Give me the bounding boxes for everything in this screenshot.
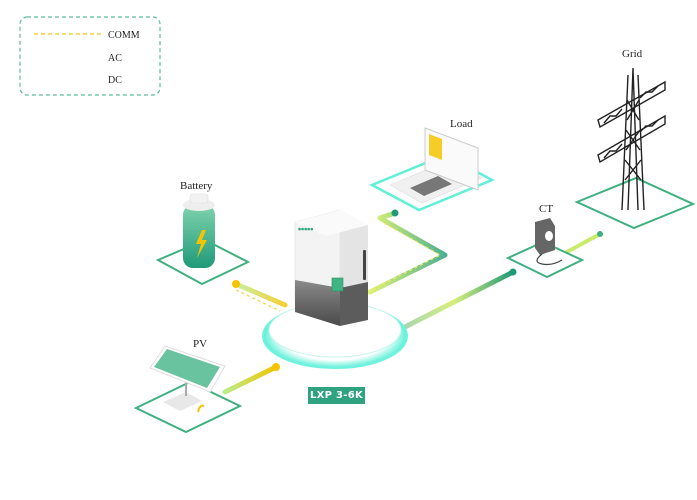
ct-hole — [545, 231, 553, 241]
comm-line-grid — [563, 232, 602, 255]
ac-line-ct — [392, 269, 516, 335]
legend-ac-label: AC — [108, 53, 122, 64]
ac-line-load — [367, 210, 448, 295]
inverter-display — [331, 277, 344, 292]
ct-label: CT — [539, 203, 553, 215]
grid-pad — [574, 176, 696, 230]
ct-cable — [536, 253, 563, 266]
pv-box — [163, 392, 202, 411]
battery-node: Battery — [155, 180, 251, 286]
load-node: Load — [369, 118, 495, 212]
pv-node: PV — [133, 338, 243, 434]
dc-line-pv — [222, 364, 279, 395]
model-badge: LXP 3-6K — [308, 387, 365, 404]
ct-pad — [505, 240, 585, 279]
pv-panel-cells — [154, 349, 220, 388]
load-label: Load — [450, 118, 473, 130]
grid-node: Grid — [574, 48, 696, 230]
ct-clamp — [535, 218, 555, 255]
inverter-bottom-front — [295, 280, 340, 326]
pv-label: PV — [193, 338, 207, 350]
transmission-tower-icon — [597, 67, 666, 211]
comm-line-load — [371, 221, 442, 291]
load-connector-dot — [391, 209, 399, 217]
inverter-top — [295, 210, 368, 236]
laptop-screen-image — [429, 134, 442, 160]
legend: COMM AC DC — [19, 16, 161, 96]
ct-connector-dot — [509, 268, 517, 276]
inverter-unit: ●●●●● — [294, 209, 368, 326]
connections — [222, 209, 603, 395]
laptop-touchpad — [410, 176, 452, 196]
inverter-logo: ●●●●● — [298, 227, 313, 231]
inverter-handle — [363, 250, 366, 280]
legend-comm-label: COMM — [108, 30, 140, 41]
grid-label: Grid — [622, 48, 643, 60]
battery-terminal — [189, 193, 209, 204]
ct-node: CT — [505, 203, 585, 279]
battery-body — [183, 205, 215, 268]
inverter-bottom-side — [340, 282, 368, 326]
pv-cable — [197, 404, 205, 413]
battery-connector-dot — [232, 280, 240, 288]
battery-label: Battery — [180, 180, 213, 192]
dc-line-battery — [233, 281, 288, 308]
grid-connector-dot — [597, 231, 603, 237]
pv-connector-dot — [272, 363, 280, 371]
legend-dc-label: DC — [108, 75, 122, 86]
lightning-bolt-icon — [196, 230, 207, 258]
comm-line-battery — [235, 289, 281, 312]
